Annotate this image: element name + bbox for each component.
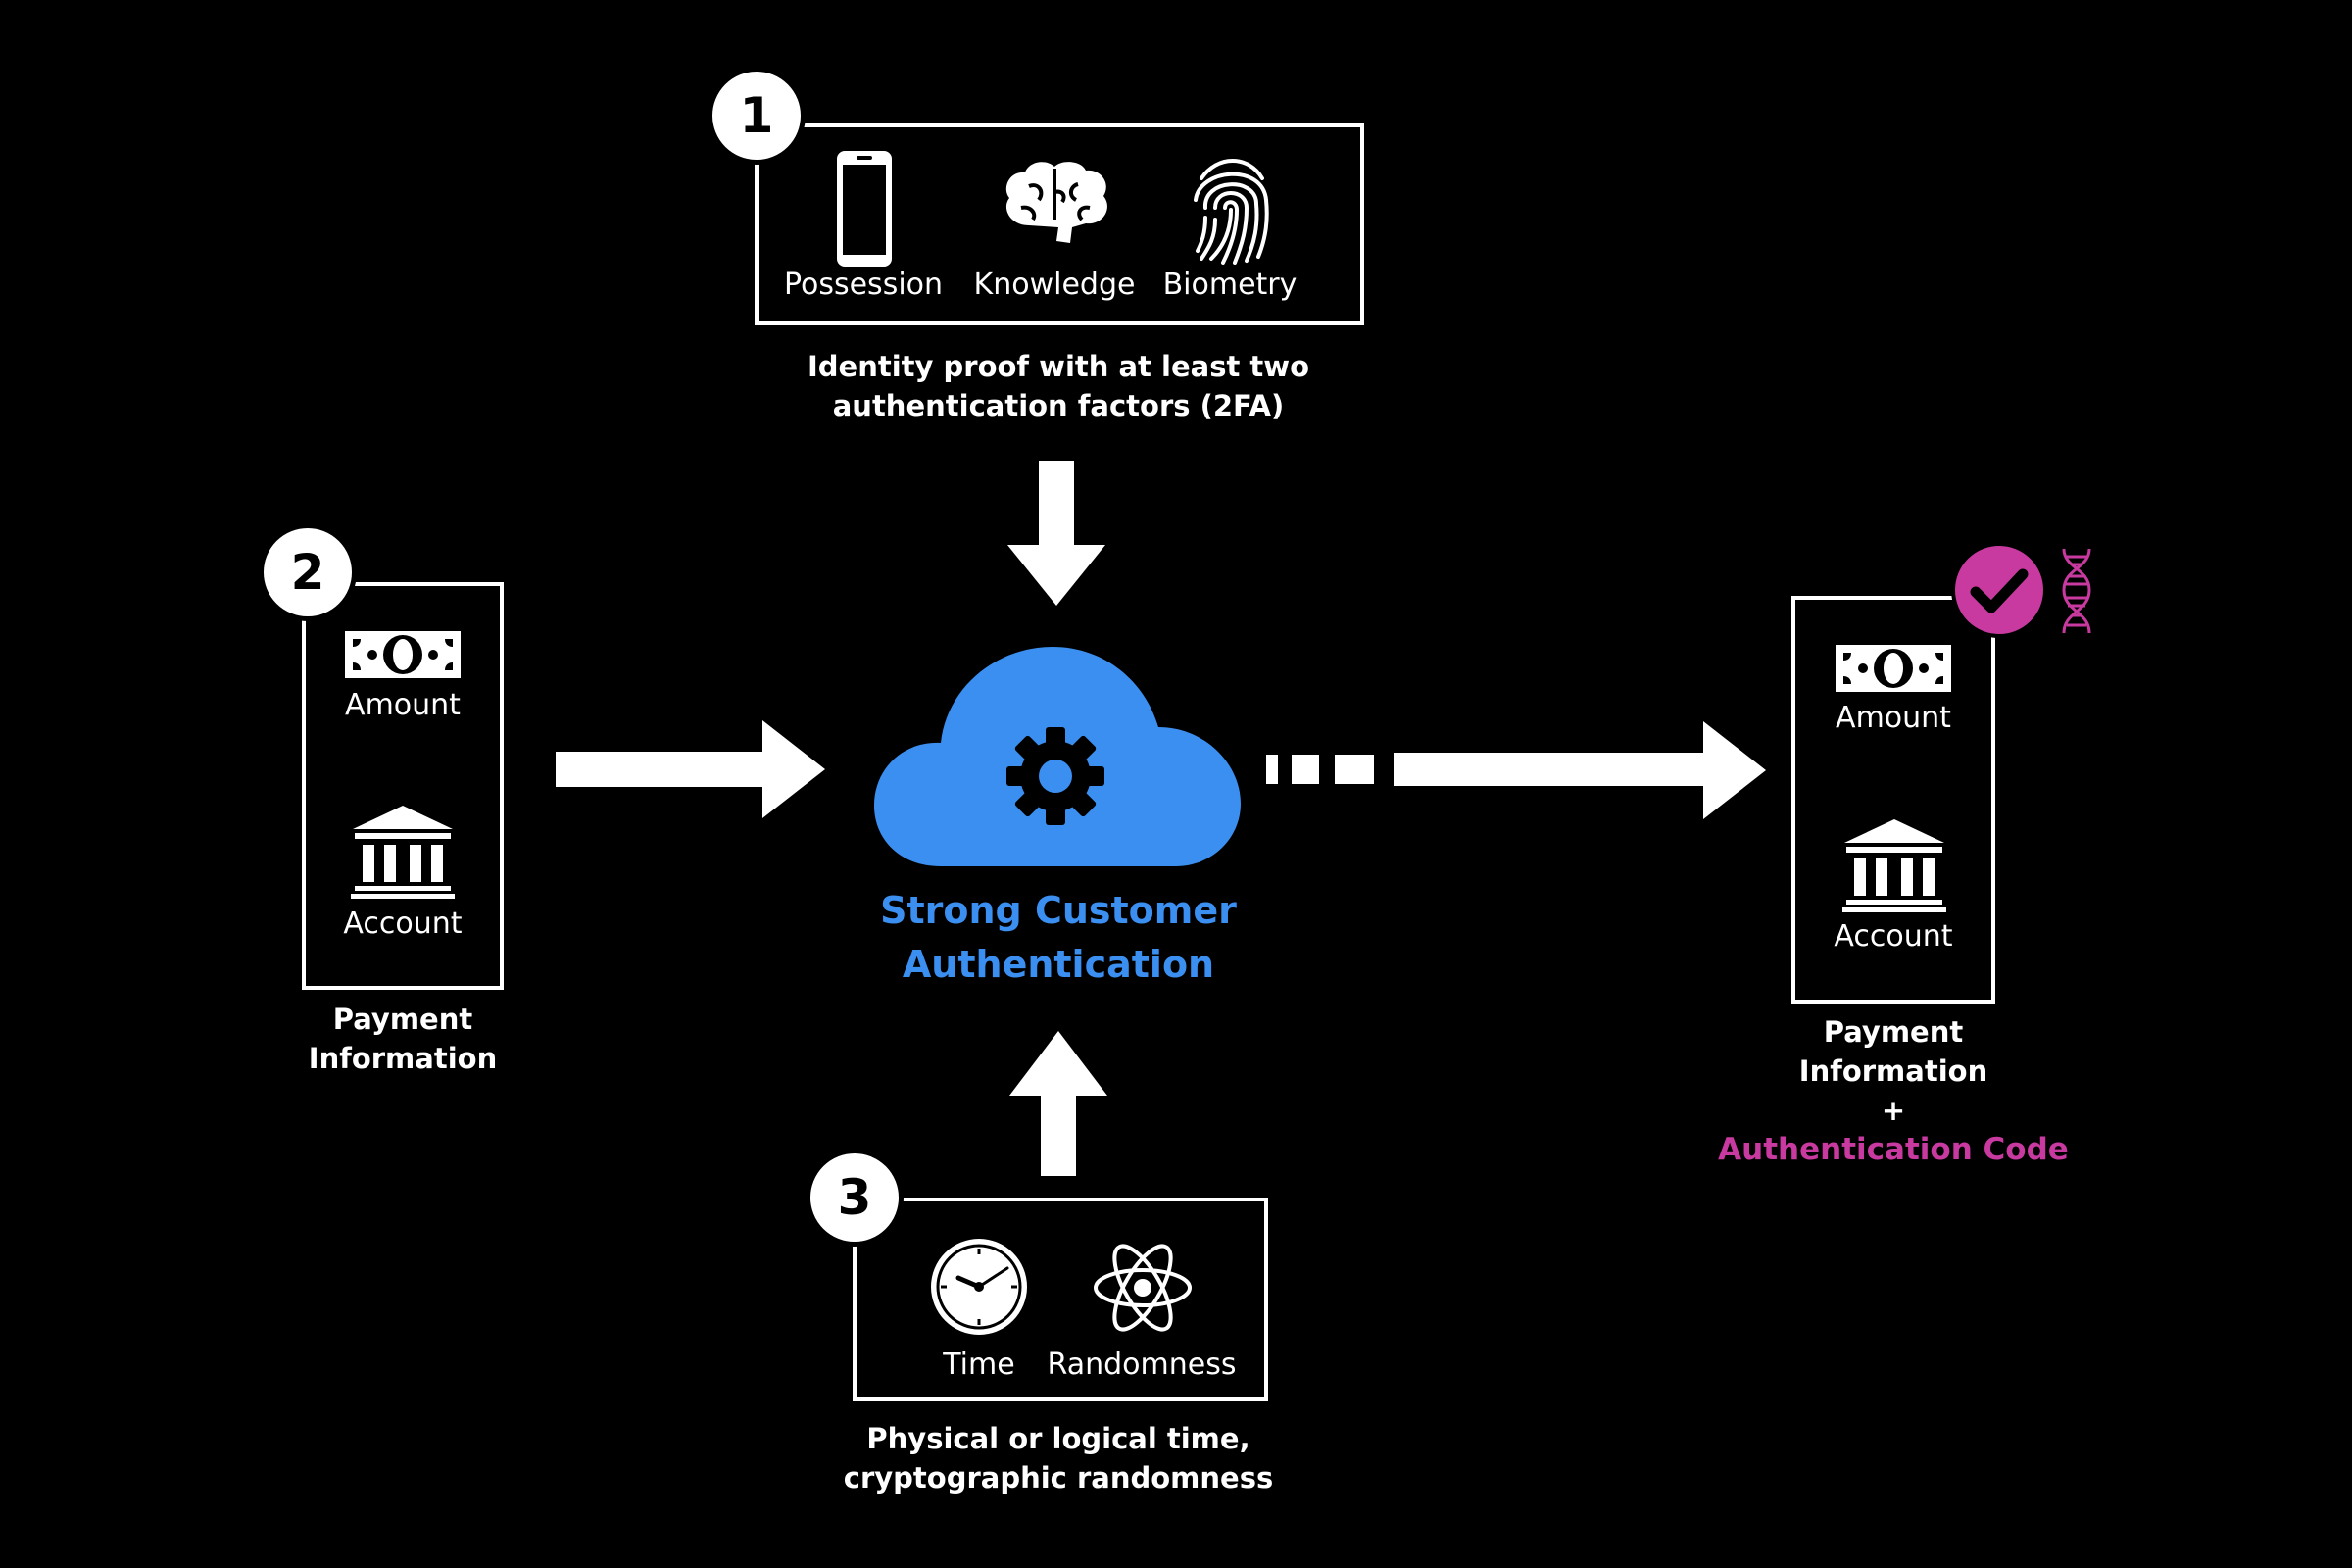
factor-knowledge-label: Knowledge	[973, 268, 1136, 302]
down-arrow-head	[1007, 545, 1105, 606]
input-arrow-shaft	[556, 752, 765, 787]
factors-box	[755, 123, 1364, 325]
up-arrow-shaft	[1041, 1094, 1076, 1176]
sca-title-line1: Strong Customer	[880, 889, 1237, 932]
phone-icon	[837, 151, 892, 267]
result-caption: Payment Information + Authentication Cod…	[1697, 1012, 2089, 1169]
result-amount-label: Amount	[1836, 701, 1951, 735]
output-arrow-dash-2	[1292, 755, 1319, 784]
result-caption-plus: +	[1881, 1094, 1906, 1127]
output-arrow-dash-1	[1266, 755, 1278, 784]
step-2-badge: 2	[259, 523, 357, 621]
sca-title: Strong Customer Authentication	[813, 884, 1303, 992]
result-banknote-icon	[1836, 645, 1951, 692]
authentication-code-label: Authentication Code	[1718, 1132, 2069, 1167]
output-arrow-head	[1703, 721, 1766, 819]
input-arrow-head	[762, 720, 825, 818]
step-3-caption: Physical or logical time, cryptographic …	[764, 1419, 1352, 1497]
step-3-randomness-label: Randomness	[1047, 1348, 1237, 1382]
step-2-caption-line1: Payment	[332, 1003, 473, 1036]
brain-icon	[1005, 162, 1107, 243]
result-bank-icon	[1842, 819, 1946, 912]
step-3-caption-line2: cryptographic randomness	[843, 1461, 1274, 1494]
step-1-caption: Identity proof with at least two authent…	[764, 347, 1352, 425]
down-arrow-shaft	[1039, 461, 1074, 549]
step-1-badge: 1	[708, 67, 806, 165]
step-2-account-label: Account	[343, 906, 463, 941]
sca-title-line2: Authentication	[902, 943, 1215, 986]
dna-icon	[2062, 548, 2091, 634]
step-3-badge: 3	[806, 1149, 904, 1247]
step-1-caption-line2: authentication factors (2FA)	[832, 389, 1285, 422]
atom-icon	[1094, 1244, 1192, 1332]
payment-info-box	[302, 582, 504, 990]
step-3-time-label: Time	[943, 1348, 1015, 1382]
banknote-icon	[345, 631, 461, 678]
factor-biometry-label: Biometry	[1162, 268, 1298, 302]
step-3-caption-line1: Physical or logical time,	[866, 1422, 1250, 1455]
step-2-caption: Payment Information	[256, 1000, 550, 1078]
result-caption-line1: Payment	[1823, 1015, 1964, 1049]
output-arrow-shaft	[1394, 753, 1707, 786]
step-2-amount-label: Amount	[345, 688, 461, 722]
result-account-label: Account	[1834, 919, 1953, 954]
clock-icon	[931, 1239, 1027, 1335]
bank-icon	[351, 806, 455, 899]
factor-possession-label: Possession	[783, 268, 944, 302]
time-randomness-box	[853, 1198, 1268, 1401]
step-1-caption-line1: Identity proof with at least two	[808, 350, 1309, 383]
result-box	[1791, 596, 1995, 1004]
gear-icon	[1006, 727, 1104, 825]
step-2-caption-line2: Information	[308, 1042, 498, 1075]
output-arrow-dash-3	[1335, 755, 1374, 784]
fingerprint-icon	[1194, 159, 1269, 265]
up-arrow-head	[1009, 1031, 1107, 1096]
result-caption-line2: Information	[1798, 1054, 1988, 1088]
checkmark-icon	[1951, 542, 2047, 638]
